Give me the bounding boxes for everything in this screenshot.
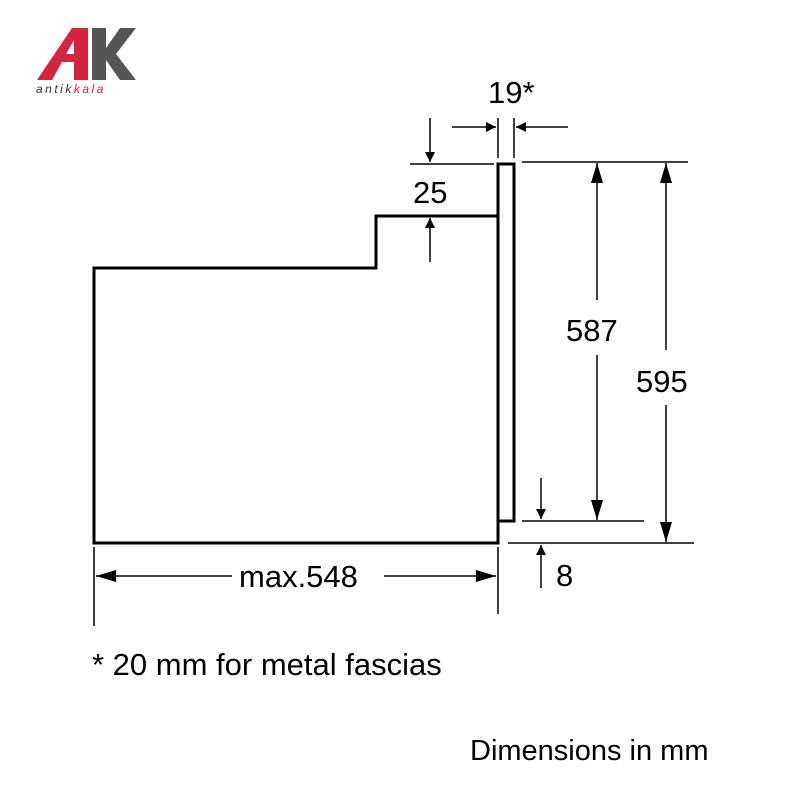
logo-wordmark-part1: antik: [36, 82, 74, 96]
antikkala-logo: antikkala: [36, 28, 136, 96]
label-top-step: 25: [413, 175, 447, 210]
dimension-depth: [93, 547, 499, 626]
dimension-top-gap: [452, 118, 568, 158]
oven-body-outline: [92, 214, 500, 545]
dimension-top-step: [410, 118, 494, 262]
logo-letter-k-shape: [92, 28, 136, 80]
label-top-gap: 19*: [488, 75, 535, 110]
label-bottom-gap: 8: [556, 558, 573, 593]
logo-wordmark: antikkala: [36, 82, 106, 96]
appliance-outline: [92, 162, 516, 545]
oven-front-panel: [496, 162, 516, 523]
logo-wordmark-part2: kala: [74, 82, 106, 96]
dimension-heights: [508, 161, 694, 544]
label-front-height: 587: [566, 313, 618, 348]
label-depth: max.548: [239, 559, 358, 594]
label-total-height: 595: [636, 364, 688, 399]
units-note: Dimensions in mm: [470, 735, 709, 767]
footnote-text: * 20 mm for metal fascias: [92, 647, 442, 682]
logo-letter-a-shape: [37, 28, 88, 80]
logo-letter-a-counter: [66, 40, 74, 54]
